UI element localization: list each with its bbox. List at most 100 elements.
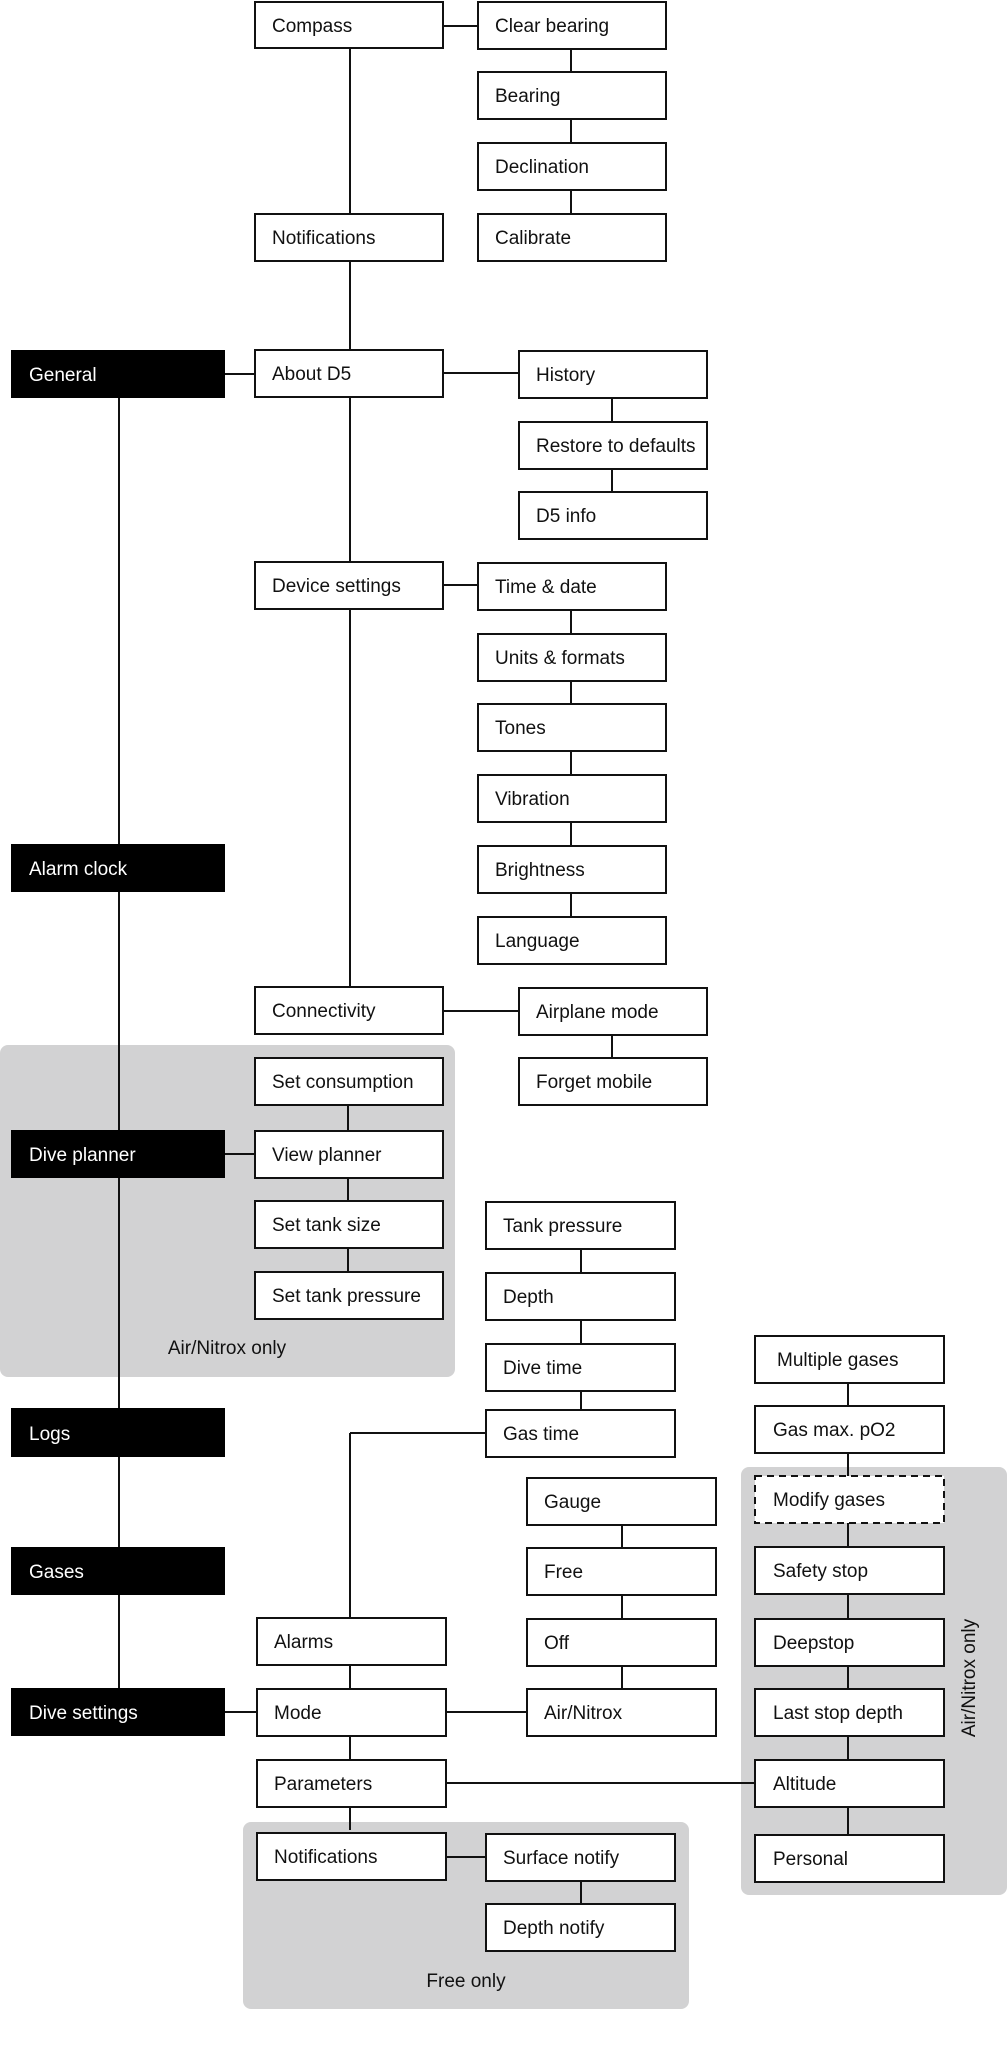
node-air-nitrox-label: Air/Nitrox xyxy=(544,1703,623,1724)
top-level-general-label: General xyxy=(29,365,97,386)
node-modify-gases-label: Modify gases xyxy=(773,1490,885,1511)
node-d5-info[interactable]: D5 info xyxy=(518,491,708,540)
node-compass-label: Compass xyxy=(272,16,352,37)
top-level-dive-planner[interactable]: Dive planner xyxy=(11,1130,225,1178)
node-time-date[interactable]: Time & date xyxy=(477,562,667,611)
node-connectivity[interactable]: Connectivity xyxy=(254,986,444,1035)
node-tones-label: Tones xyxy=(495,718,546,739)
top-level-logs-label: Logs xyxy=(29,1424,70,1445)
top-level-dive-settings[interactable]: Dive settings xyxy=(11,1688,225,1736)
node-brightness[interactable]: Brightness xyxy=(477,845,667,894)
node-air-nitrox[interactable]: Air/Nitrox xyxy=(526,1688,717,1737)
node-altitude-label: Altitude xyxy=(773,1774,836,1795)
node-restore-defaults-label: Restore to defaults xyxy=(536,436,695,457)
top-level-general[interactable]: General xyxy=(11,350,225,398)
node-connectivity-label: Connectivity xyxy=(272,1001,376,1022)
node-off[interactable]: Off xyxy=(526,1618,717,1667)
top-level-dive-settings-label: Dive settings xyxy=(29,1703,138,1724)
node-language-label: Language xyxy=(495,931,580,952)
node-mode[interactable]: Mode xyxy=(256,1688,447,1737)
node-gas-time-label: Gas time xyxy=(503,1424,579,1445)
node-gauge[interactable]: Gauge xyxy=(526,1477,717,1526)
node-mode-label: Mode xyxy=(274,1703,322,1724)
node-airplane-mode[interactable]: Airplane mode xyxy=(518,987,708,1036)
node-safety-stop[interactable]: Safety stop xyxy=(754,1546,945,1595)
node-altitude[interactable]: Altitude xyxy=(754,1759,945,1808)
node-vibration-label: Vibration xyxy=(495,789,570,810)
node-brightness-label: Brightness xyxy=(495,860,585,881)
node-depth-notify-label: Depth notify xyxy=(503,1918,605,1939)
node-clear-bearing-label: Clear bearing xyxy=(495,16,609,37)
node-last-stop-depth[interactable]: Last stop depth xyxy=(754,1688,945,1737)
node-tank-pressure[interactable]: Tank pressure xyxy=(485,1201,676,1250)
node-notifications-general-label: Notifications xyxy=(272,228,376,249)
node-about-d5-label: About D5 xyxy=(272,364,351,385)
node-off-label: Off xyxy=(544,1633,570,1654)
node-notifications-general[interactable]: Notifications xyxy=(254,213,444,262)
top-level-logs[interactable]: Logs xyxy=(11,1408,225,1457)
top-level-alarm-clock[interactable]: Alarm clock xyxy=(11,844,225,892)
top-level-alarm-clock-label: Alarm clock xyxy=(29,859,128,880)
node-set-consumption[interactable]: Set consumption xyxy=(254,1057,444,1106)
node-set-tank-pressure-label: Set tank pressure xyxy=(272,1286,421,1307)
node-alarms[interactable]: Alarms xyxy=(256,1617,447,1666)
node-bearing[interactable]: Bearing xyxy=(477,71,667,120)
node-vibration[interactable]: Vibration xyxy=(477,774,667,823)
node-gauge-label: Gauge xyxy=(544,1492,601,1513)
node-units-formats[interactable]: Units & formats xyxy=(477,633,667,682)
node-depth-alarm[interactable]: Depth xyxy=(485,1272,676,1321)
node-forget-mobile-label: Forget mobile xyxy=(536,1072,652,1093)
node-free[interactable]: Free xyxy=(526,1547,717,1596)
node-depth-notify[interactable]: Depth notify xyxy=(485,1903,676,1952)
top-level-gases-label: Gases xyxy=(29,1562,84,1583)
node-calibrate[interactable]: Calibrate xyxy=(477,213,667,262)
node-modify-gases[interactable]: Modify gases xyxy=(754,1475,945,1524)
node-personal[interactable]: Personal xyxy=(754,1834,945,1883)
node-view-planner[interactable]: View planner xyxy=(254,1130,444,1179)
node-history-label: History xyxy=(536,365,596,386)
node-multiple-gases[interactable]: Multiple gases xyxy=(754,1335,945,1384)
node-parameters-label: Parameters xyxy=(274,1774,372,1795)
node-tones[interactable]: Tones xyxy=(477,703,667,752)
node-dive-time[interactable]: Dive time xyxy=(485,1343,676,1392)
node-set-consumption-label: Set consumption xyxy=(272,1072,414,1093)
node-language[interactable]: Language xyxy=(477,916,667,965)
node-calibrate-label: Calibrate xyxy=(495,228,571,249)
node-time-date-label: Time & date xyxy=(495,577,597,598)
node-about-d5[interactable]: About D5 xyxy=(254,349,444,398)
node-set-tank-pressure[interactable]: Set tank pressure xyxy=(254,1271,444,1320)
node-device-settings-label: Device settings xyxy=(272,576,401,597)
node-alarms-label: Alarms xyxy=(274,1632,333,1653)
node-deepstop[interactable]: Deepstop xyxy=(754,1618,945,1667)
node-clear-bearing[interactable]: Clear bearing xyxy=(477,1,667,50)
node-airplane-mode-label: Airplane mode xyxy=(536,1002,659,1023)
node-device-settings[interactable]: Device settings xyxy=(254,561,444,610)
node-notifications-dive-label: Notifications xyxy=(274,1847,378,1868)
node-history[interactable]: History xyxy=(518,350,708,399)
node-bearing-label: Bearing xyxy=(495,86,561,107)
node-declination[interactable]: Declination xyxy=(477,142,667,191)
group-note-free-only: Free only xyxy=(426,1971,506,1992)
node-last-stop-depth-label: Last stop depth xyxy=(773,1703,903,1724)
node-notifications-dive[interactable]: Notifications xyxy=(256,1832,447,1881)
node-restore-defaults[interactable]: Restore to defaults xyxy=(518,421,708,470)
node-compass[interactable]: Compass xyxy=(254,1,444,49)
node-gas-max-po2[interactable]: Gas max. pO2 xyxy=(754,1405,945,1454)
node-free-label: Free xyxy=(544,1562,583,1583)
node-forget-mobile[interactable]: Forget mobile xyxy=(518,1057,708,1106)
top-level-dive-planner-label: Dive planner xyxy=(29,1145,136,1166)
node-units-formats-label: Units & formats xyxy=(495,648,625,669)
node-d5-info-label: D5 info xyxy=(536,506,596,527)
node-dive-time-label: Dive time xyxy=(503,1358,582,1379)
node-tank-pressure-label: Tank pressure xyxy=(503,1216,622,1237)
node-set-tank-size[interactable]: Set tank size xyxy=(254,1200,444,1249)
group-note-parameters: Air/Nitrox only xyxy=(959,1618,980,1737)
node-parameters[interactable]: Parameters xyxy=(256,1759,447,1808)
node-deepstop-label: Deepstop xyxy=(773,1633,854,1654)
node-surface-notify[interactable]: Surface notify xyxy=(485,1833,676,1882)
top-level-gases[interactable]: Gases xyxy=(11,1547,225,1595)
node-set-tank-size-label: Set tank size xyxy=(272,1215,381,1236)
node-personal-label: Personal xyxy=(773,1849,848,1870)
node-gas-time[interactable]: Gas time xyxy=(485,1409,676,1458)
group-note-dive-planner: Air/Nitrox only xyxy=(168,1338,287,1359)
